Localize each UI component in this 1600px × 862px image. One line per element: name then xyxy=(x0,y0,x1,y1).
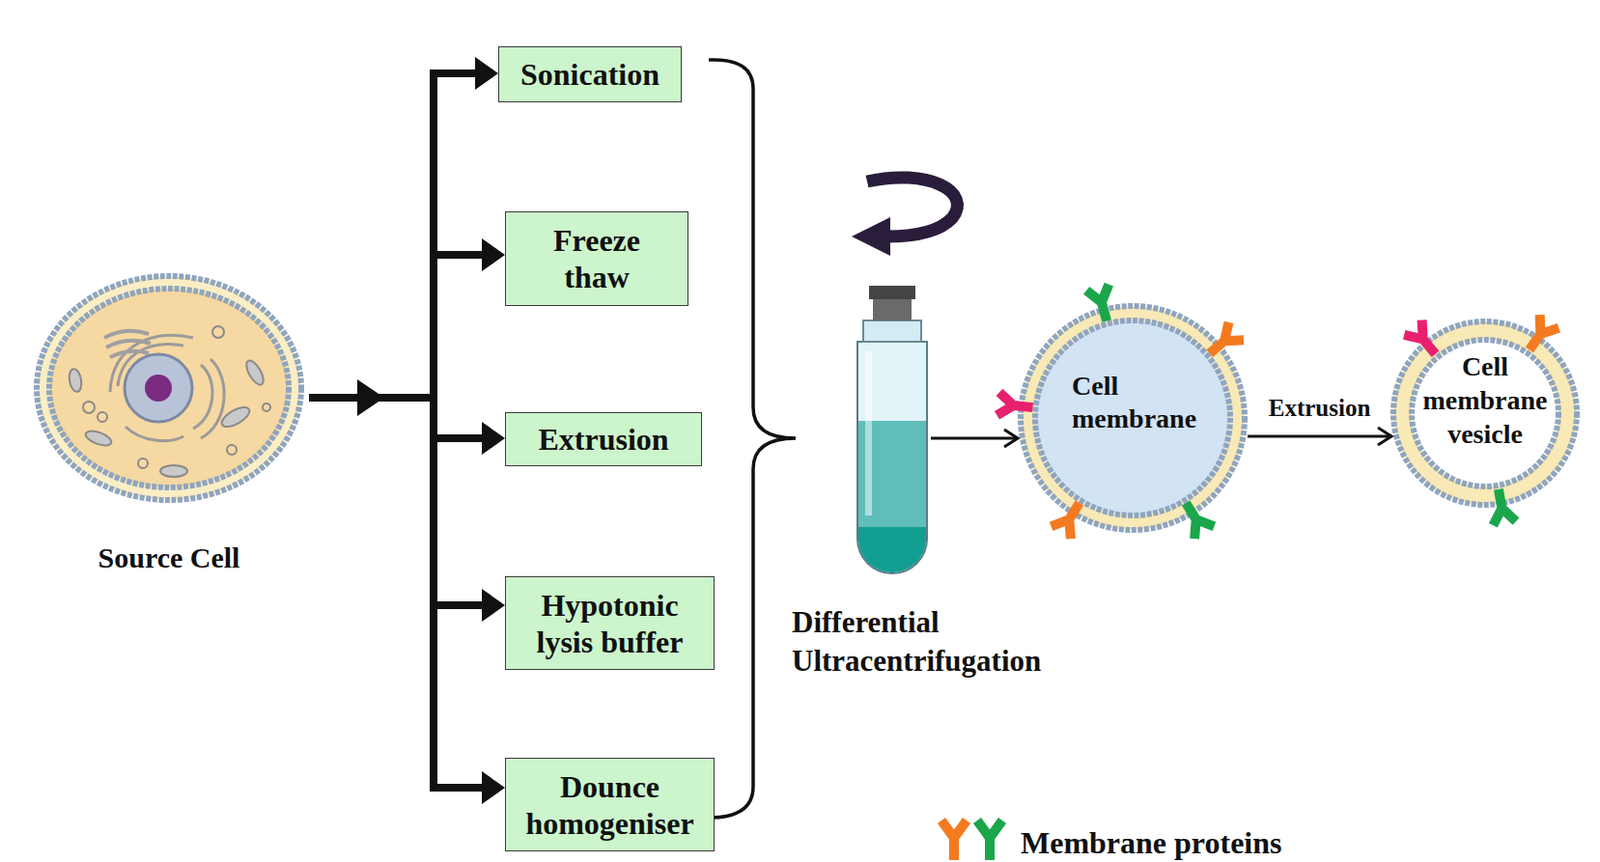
tube-cap-top xyxy=(869,285,916,300)
arrow-head xyxy=(1377,427,1392,446)
process-box: Extrusion xyxy=(505,412,702,467)
inner-membrane xyxy=(49,288,289,488)
membrane-protein xyxy=(996,284,1243,539)
arrow-head xyxy=(481,589,506,622)
method-label: Freeze thaw xyxy=(534,222,659,296)
outer-leaflet xyxy=(1020,306,1245,531)
arrow-head xyxy=(481,771,506,805)
membrane-label: Cell membrane xyxy=(1071,369,1217,436)
connector-line xyxy=(1247,435,1392,439)
connector-line xyxy=(308,254,484,398)
vesicle-label: Cell membrane vesicle xyxy=(1417,349,1553,451)
connector xyxy=(930,429,1018,448)
endoplasmic-reticulum xyxy=(110,335,225,441)
process-box: Hypotonic lysis buffer xyxy=(505,576,715,671)
connector xyxy=(308,397,506,622)
method-label: Dounce homogeniser xyxy=(515,768,704,843)
connector-line xyxy=(930,437,1018,441)
legend-protein-icon xyxy=(941,820,1003,861)
connector xyxy=(1247,427,1392,446)
membrane-protein xyxy=(1403,314,1559,526)
arrow-head xyxy=(481,421,506,455)
connector xyxy=(308,397,506,805)
cell-illustration xyxy=(28,272,309,505)
arrow-head xyxy=(481,238,506,272)
tube-body xyxy=(857,341,927,574)
vesicle-circle: Cell membrane vesicle xyxy=(1391,319,1579,507)
cell-label: Source Cell xyxy=(28,540,309,576)
outer-membrane xyxy=(36,276,302,501)
process-box: Freeze thaw xyxy=(505,211,689,307)
tube-neck xyxy=(863,320,922,342)
process-box: Dounce homogeniser xyxy=(505,757,715,852)
membrane-circle: Cell membrane xyxy=(1017,303,1248,534)
inner-leaflet xyxy=(1035,320,1231,516)
step-label: Differential Ultracentrifugation xyxy=(791,603,1082,681)
edge-label: Extrusion xyxy=(1237,393,1403,423)
source-cell: Source Cell xyxy=(28,272,309,505)
curly-brace xyxy=(708,59,796,818)
outer-leaflet xyxy=(1393,321,1577,506)
arrow-head xyxy=(475,56,499,90)
connector-line xyxy=(308,397,484,439)
arrow-head xyxy=(1004,429,1018,448)
tube-illustration xyxy=(853,285,931,576)
connector xyxy=(308,238,506,398)
legend-label: Membrane proteins xyxy=(1020,823,1282,862)
inner-leaflet xyxy=(1411,339,1559,487)
vesicles xyxy=(83,326,271,469)
method-label: Hypotonic lysis buffer xyxy=(515,587,704,661)
connector xyxy=(308,56,499,398)
method-label: Extrusion xyxy=(537,421,669,458)
rotation-arrow xyxy=(851,177,957,256)
method-label: Sonication xyxy=(520,56,660,93)
connector-line xyxy=(308,73,478,398)
process-box: Sonication xyxy=(498,46,682,103)
centrifuge-tube: Differential Ultracentrifugation xyxy=(853,285,931,576)
connector xyxy=(308,397,506,455)
tube-pellet xyxy=(858,527,927,573)
arrow-head xyxy=(357,379,385,417)
tube-highlight xyxy=(865,351,872,516)
tube-cap xyxy=(872,299,912,321)
connector-line xyxy=(308,397,484,788)
nucleolus xyxy=(144,374,172,402)
golgi xyxy=(104,331,151,358)
nucleus xyxy=(124,354,193,422)
connector-line xyxy=(308,397,484,606)
